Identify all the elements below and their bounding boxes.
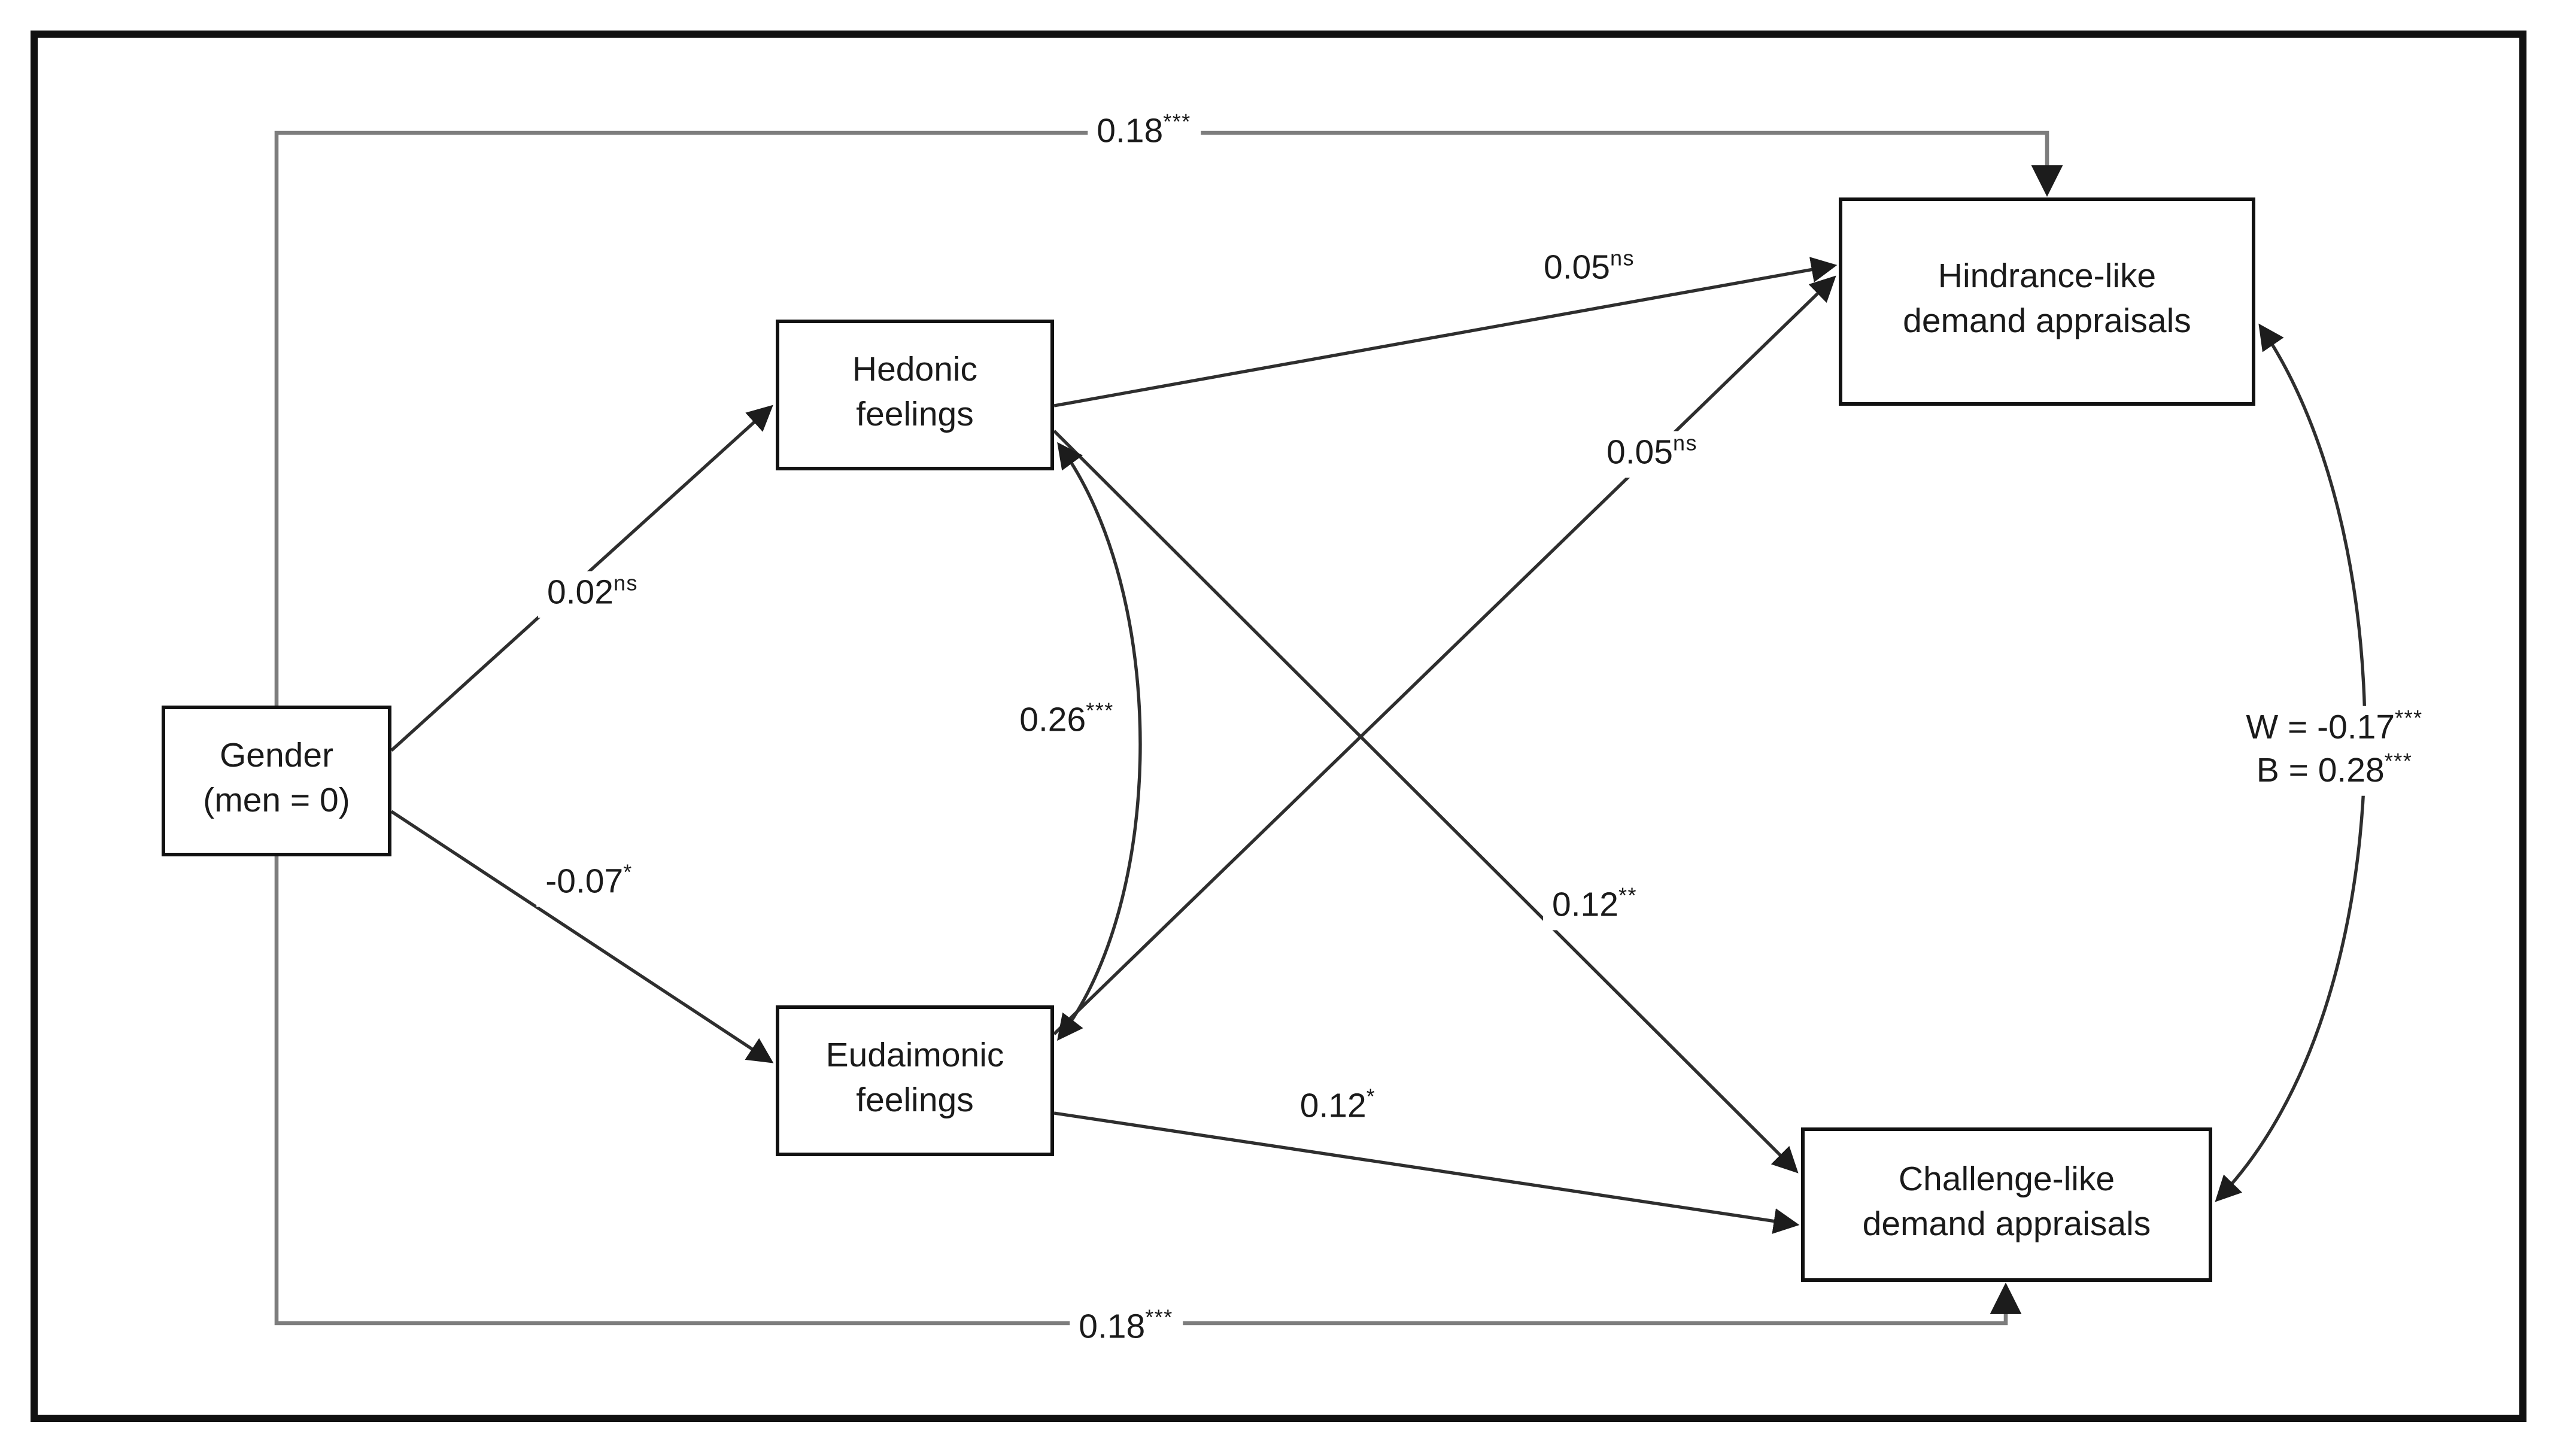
coef-significance: ** <box>1618 883 1637 908</box>
node-challenge-demand-appraisals: Challenge-like demand appraisals <box>1801 1127 2212 1282</box>
coef-significance: ns <box>1610 245 1635 271</box>
path-gender-to-eudaimonic <box>390 810 774 1063</box>
coef-significance: ns <box>613 570 639 596</box>
node-gender-label-line1: Gender <box>219 738 334 776</box>
node-hindrance-label-line2: demand appraisals <box>1903 303 2191 341</box>
coef-significance: *** <box>2384 748 2413 774</box>
coef-value: 0.05 <box>1543 250 1610 288</box>
coef-significance: * <box>623 859 633 885</box>
coef-significance: *** <box>1163 109 1191 135</box>
path-gender-to-challenge <box>274 856 2022 1326</box>
coef-hedonic-to-challenge: 0.12** <box>1543 883 1646 930</box>
node-challenge-label-line2: demand appraisals <box>1862 1206 2151 1244</box>
node-gender-label-line2: (men = 0) <box>203 783 350 820</box>
coef-value: 0.12 <box>1299 1088 1366 1126</box>
coef-gender-to-hindrance: 0.18*** <box>1088 110 1200 156</box>
node-hindrance-demand-appraisals: Hindrance-like demand appraisals <box>1839 197 2255 406</box>
coef-value: B = 0.28 <box>2256 752 2385 790</box>
coef-significance: *** <box>1086 698 1114 724</box>
arc-hedonic-eudaimonic-correlation <box>1057 442 1142 1041</box>
node-eudaimonic-feelings: Eudaimonic feelings <box>776 1005 1054 1156</box>
coef-outcome-correlation: W = -0.17*** B = 0.28*** <box>2237 705 2432 795</box>
node-eudaimonic-label-line2: feelings <box>856 1083 974 1120</box>
path-gender-to-hindrance <box>274 130 2063 706</box>
coef-significance: *** <box>1145 1305 1173 1330</box>
coef-eudaimonic-to-challenge: 0.12* <box>1290 1084 1385 1131</box>
coef-hedonic-eudaimonic-correlation: 0.26*** <box>1010 698 1123 745</box>
coef-eudaimonic-to-hindrance: 0.05ns <box>1597 430 1707 478</box>
coef-gender-to-eudaimonic: -0.07* <box>536 859 642 907</box>
path-eudaimonic-to-hindrance <box>1053 275 1836 1035</box>
coef-value: W = -0.17 <box>2246 709 2395 747</box>
path-hedonic-to-challenge <box>1053 430 1799 1174</box>
coef-value: 0.02 <box>546 575 614 613</box>
coef-gender-to-hedonic: 0.02ns <box>537 570 648 618</box>
coef-outcome-correlation-within: W = -0.17*** <box>2246 705 2423 750</box>
path-eudaimonic-to-challenge <box>1053 1111 1800 1234</box>
coef-significance: ns <box>1672 430 1698 456</box>
coef-hedonic-to-hindrance: 0.05ns <box>1534 245 1644 293</box>
node-hedonic-label-line2: feelings <box>856 397 974 434</box>
coef-value: 0.18 <box>1079 1309 1146 1347</box>
node-eudaimonic-label-line1: Eudaimonic <box>825 1038 1004 1076</box>
node-hedonic-label-line1: Hedonic <box>852 352 978 390</box>
node-hindrance-label-line1: Hindrance-like <box>1938 259 2157 297</box>
coef-value: -0.07 <box>545 864 624 902</box>
node-challenge-label-line1: Challenge-like <box>1898 1162 2115 1200</box>
coef-gender-to-challenge: 0.18*** <box>1070 1305 1182 1352</box>
coef-value: 0.05 <box>1606 434 1673 473</box>
coef-value: 0.26 <box>1019 702 1086 740</box>
coef-significance: * <box>1366 1084 1376 1110</box>
node-gender: Gender (men = 0) <box>162 706 391 856</box>
node-hedonic-feelings: Hedonic feelings <box>776 320 1054 470</box>
coef-significance: *** <box>2395 705 2423 731</box>
coef-outcome-correlation-between: B = 0.28*** <box>2246 750 2422 793</box>
coef-value: 0.12 <box>1552 887 1618 925</box>
path-hedonic-to-hindrance <box>1053 257 1838 408</box>
coef-value: 0.18 <box>1097 113 1164 151</box>
